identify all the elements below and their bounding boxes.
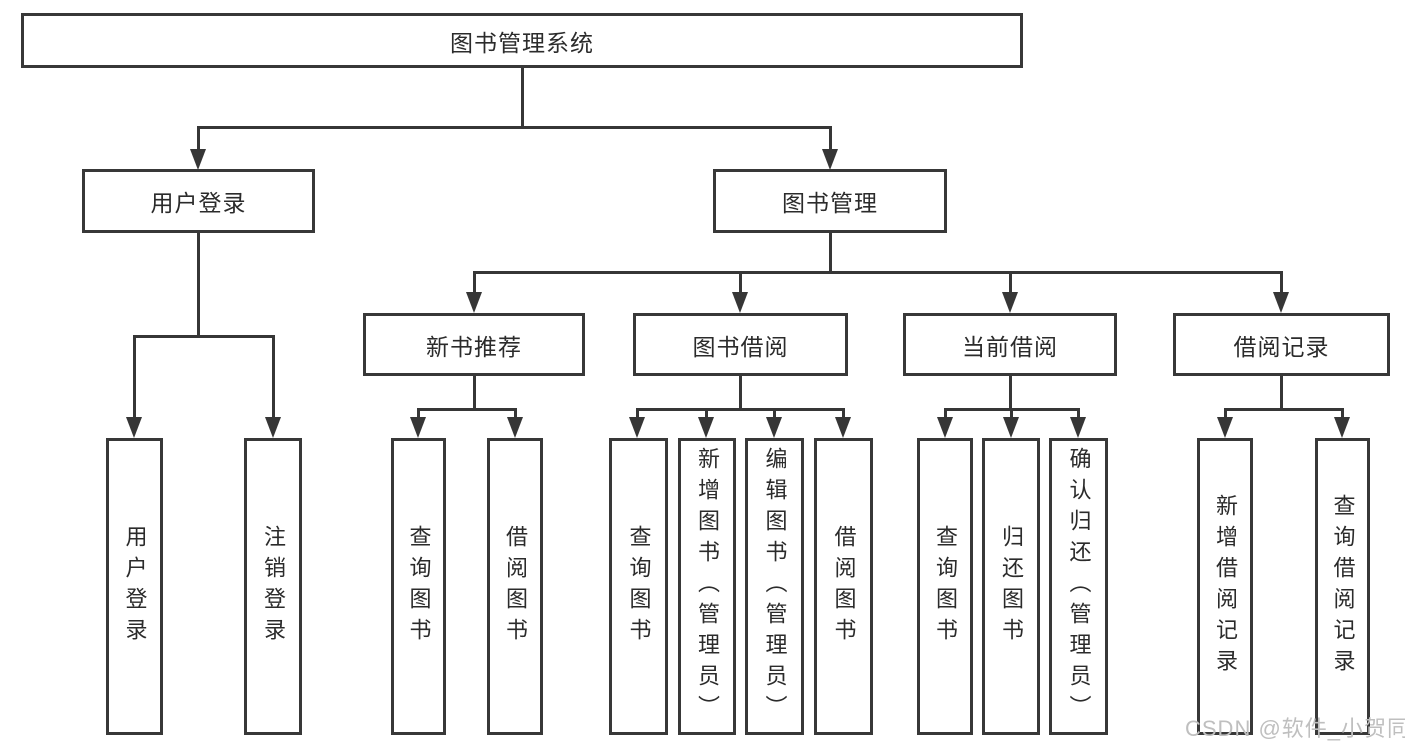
arrowhead-to-borrow-edit (766, 417, 782, 438)
leaf-user-login: 用户登录 (106, 438, 163, 735)
leaf-current-return-book: 归还图书 (982, 438, 1040, 735)
node-library-management-system: 图书管理系统 (21, 13, 1023, 68)
connector-arrow-stem (1341, 408, 1344, 420)
connector-user-login-rail (133, 335, 275, 338)
connector-arrow-stem (133, 335, 136, 418)
leaf-label: 确认归还（管理员） (1066, 447, 1092, 726)
node-label: 当前借阅 (962, 333, 1058, 360)
csdn-watermark: CSDN @软件_小贺同学 (1185, 716, 1405, 741)
node-user-login: 用户登录 (82, 169, 315, 233)
connector-arrow-stem (473, 271, 476, 295)
arrowhead-to-current-query (937, 417, 953, 438)
connector-root-stub (521, 68, 524, 127)
connector-arrow-stem (773, 408, 776, 420)
leaf-label: 借阅图书 (503, 524, 528, 649)
leaf-label: 用户登录 (122, 524, 148, 649)
connector-level3-rail (473, 271, 1282, 274)
arrowhead-to-current-confirm (1070, 417, 1086, 438)
node-new-book-recommend: 新书推荐 (363, 313, 585, 376)
leaf-label: 查询图书 (406, 524, 432, 649)
arrowhead-to-current-return (1003, 417, 1019, 438)
leaf-current-confirm-return-admin: 确认归还（管理员） (1049, 438, 1108, 735)
leaf-logout: 注销登录 (244, 438, 302, 735)
leaf-label: 查询图书 (626, 524, 652, 649)
connector-arrow-stem (514, 408, 517, 420)
leaf-borrow-edit-book-admin: 编辑图书（管理员） (745, 438, 804, 735)
arrowhead-to-borrow-add (698, 417, 714, 438)
connector-level2-rail (197, 126, 831, 129)
arrowhead-to-newbook-query (410, 417, 426, 438)
arrowhead-to-book-borrow (732, 292, 748, 313)
arrowhead-to-book-management (822, 149, 838, 170)
node-label: 图书管理 (782, 190, 878, 216)
connector-arrow-stem (842, 408, 845, 420)
leaf-label: 注销登录 (261, 524, 286, 649)
leaf-label: 新增图书（管理员） (695, 447, 720, 726)
leaf-label: 查询借阅记录 (1330, 493, 1356, 680)
arrowhead-to-record-query (1334, 417, 1350, 438)
node-book-borrow: 图书借阅 (633, 313, 848, 376)
arrowhead-to-leaf-user-login (126, 417, 142, 438)
connector-new-book-stub (473, 376, 476, 410)
leaf-label: 编辑图书（管理员） (762, 447, 788, 726)
arrowhead-to-user-login (190, 149, 206, 170)
node-borrow-record: 借阅记录 (1173, 313, 1390, 376)
arrowhead-to-leaf-logout (265, 417, 281, 438)
arrowhead-to-borrow-record (1273, 292, 1289, 313)
arrowhead-to-new-book-recommend (466, 292, 482, 313)
node-label: 新书推荐 (426, 333, 522, 360)
node-current-borrow: 当前借阅 (903, 313, 1117, 376)
connector-user-login-stub (197, 233, 200, 337)
connector-arrow-stem (272, 335, 275, 418)
leaf-newbook-borrow-book: 借阅图书 (487, 438, 543, 735)
connector-book-borrow-rail (636, 408, 845, 411)
arrowhead-to-record-add (1217, 417, 1233, 438)
connector-arrow-stem (197, 126, 200, 152)
connector-arrow-stem (1009, 271, 1012, 295)
connector-book-management-stub (829, 233, 832, 274)
connector-new-book-rail (417, 408, 517, 411)
connector-arrow-stem (1010, 408, 1013, 420)
connector-arrow-stem (705, 408, 708, 420)
arrowhead-to-borrow-query (629, 417, 645, 438)
arrowhead-to-borrow-borrow (835, 417, 851, 438)
leaf-borrow-add-book-admin: 新增图书（管理员） (678, 438, 736, 735)
connector-borrow-record-rail (1224, 408, 1344, 411)
leaf-record-add-borrow-record: 新增借阅记录 (1197, 438, 1253, 735)
leaf-label: 查询图书 (933, 524, 958, 649)
connector-arrow-stem (1224, 408, 1227, 420)
connector-arrow-stem (829, 126, 832, 152)
connector-arrow-stem (944, 408, 947, 420)
connector-book-borrow-stub (739, 376, 742, 410)
connector-arrow-stem (1077, 408, 1080, 420)
leaf-borrow-borrow-book: 借阅图书 (814, 438, 873, 735)
leaf-newbook-query-book: 查询图书 (391, 438, 446, 735)
leaf-label: 归还图书 (999, 524, 1024, 649)
connector-current-borrow-stub (1009, 376, 1012, 410)
leaf-borrow-query-book: 查询图书 (609, 438, 668, 735)
node-label: 用户登录 (150, 190, 247, 216)
leaf-label: 借阅图书 (831, 524, 857, 649)
node-label: 图书管理系统 (450, 29, 594, 56)
node-label: 图书借阅 (692, 333, 789, 360)
node-label: 借阅记录 (1233, 333, 1330, 360)
node-book-management: 图书管理 (713, 169, 947, 233)
arrowhead-to-newbook-borrow (507, 417, 523, 438)
leaf-label: 新增借阅记录 (1213, 493, 1238, 680)
connector-arrow-stem (739, 271, 742, 295)
leaf-current-query-book: 查询图书 (917, 438, 973, 735)
connector-arrow-stem (1280, 271, 1283, 295)
connector-arrow-stem (417, 408, 420, 420)
arrowhead-to-current-borrow (1002, 292, 1018, 313)
connector-arrow-stem (636, 408, 639, 420)
connector-borrow-record-stub (1280, 376, 1283, 410)
leaf-record-query-borrow-record: 查询借阅记录 (1315, 438, 1370, 735)
